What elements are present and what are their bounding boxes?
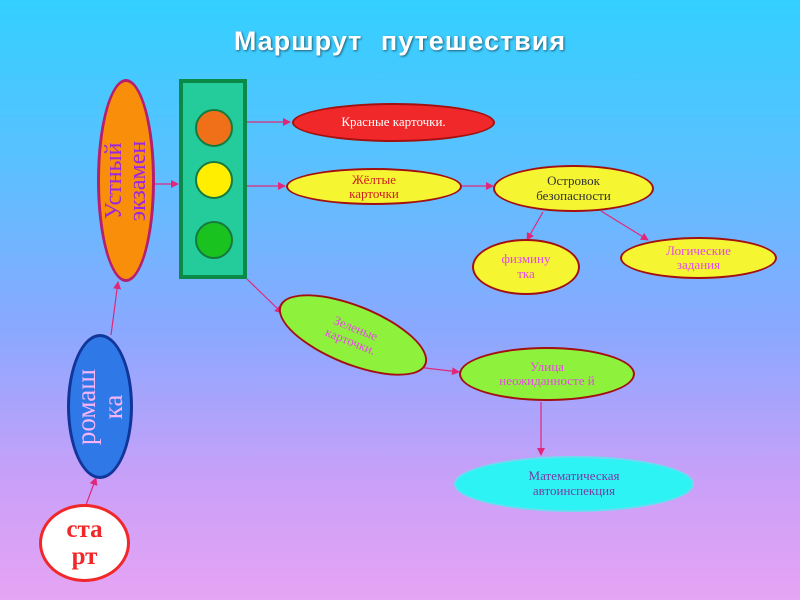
yellow-cards-node[interactable]: Жёлтые карточки (286, 168, 462, 205)
start-node[interactable]: ста рт (39, 504, 130, 582)
traffic-light (179, 79, 247, 279)
red-cards-label: Красные карточки. (341, 114, 446, 130)
red-cards-node[interactable]: Красные карточки. (292, 103, 495, 142)
logic-tasks-label: Логические задания (666, 243, 731, 272)
green-cards-label: Зеленые карточки. (323, 312, 380, 358)
connector-island-break (526, 211, 544, 241)
start-label: ста рт (66, 515, 103, 571)
physical-break-label: физмину тка (501, 251, 551, 281)
safety-island-node[interactable]: Островок безопасности (493, 165, 654, 212)
connector-island-logic (600, 210, 649, 241)
yellow-cards-label: Жёлтые карточки (349, 171, 399, 201)
logic-tasks-node[interactable]: Логические задания (620, 237, 777, 279)
oral-exam-label: Устный экзамен (101, 140, 151, 221)
connector-start-romashka (85, 477, 98, 506)
safety-island-label: Островок безопасности (536, 172, 611, 203)
surprise-street-node[interactable]: Улица неожиданносте й (459, 347, 635, 401)
yellow-lamp[interactable] (195, 161, 233, 199)
green-lamp[interactable] (195, 221, 233, 259)
connector-light-green (246, 278, 283, 314)
red-lamp[interactable] (195, 109, 233, 147)
math-inspection-node[interactable]: Математическая автоинспекция (454, 456, 694, 512)
oral-exam-node[interactable]: Устный экзамен (97, 79, 155, 282)
connector-romashka-exam (110, 281, 122, 336)
physical-break-node[interactable]: физмину тка (472, 239, 580, 295)
romashka-node[interactable]: ромаш ка (67, 334, 133, 479)
romashka-label: ромаш ка (71, 368, 129, 445)
math-inspection-label: Математическая автоинспекция (528, 468, 620, 498)
page-title: Маршрут путешествия (233, 26, 567, 56)
surprise-street-label: Улица неожиданносте й (499, 359, 595, 388)
